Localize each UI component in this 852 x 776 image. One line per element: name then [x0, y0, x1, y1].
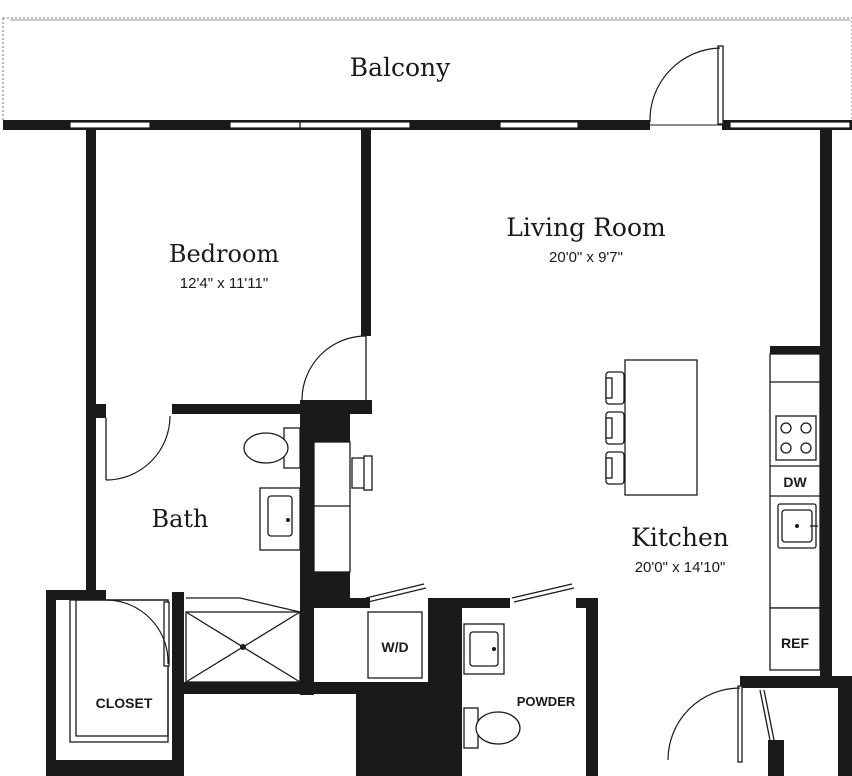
- balcony-door[interactable]: [649, 45, 724, 125]
- dishwasher-label: DW: [783, 474, 807, 490]
- powder-toilet-icon: [463, 707, 521, 749]
- living-room-label: Living Room: [506, 213, 666, 242]
- laundry-area: W/D: [367, 611, 423, 679]
- powder-label: POWDER: [517, 694, 576, 709]
- powder-area: POWDER: [517, 694, 576, 709]
- living-room-dimensions: 20'0" x 9'7": [549, 249, 623, 266]
- kitchen-dimensions: 20'0" x 14'10": [635, 559, 726, 576]
- bedroom-area: Bedroom 12'4" x 11'11": [169, 240, 280, 292]
- window: [499, 121, 579, 129]
- kitchen-island: [605, 359, 698, 496]
- window: [299, 121, 411, 129]
- laundry-label: W/D: [381, 639, 408, 655]
- stool: [605, 371, 625, 405]
- bath-sink-icon: [259, 487, 301, 551]
- balcony-area: Balcony: [2, 17, 852, 123]
- closet-area: CLOSET: [69, 599, 169, 743]
- walls: [46, 130, 852, 776]
- bath-door[interactable]: [105, 415, 171, 481]
- bedroom-dimensions: 12'4" x 11'11": [180, 275, 268, 292]
- stool: [605, 451, 625, 485]
- kitchen-counter: DW: [769, 353, 821, 609]
- shower: [185, 597, 301, 683]
- exterior-wall-balcony-side: [3, 119, 852, 131]
- closet-label: CLOSET: [96, 695, 153, 711]
- bedroom-door[interactable]: [301, 335, 367, 401]
- kitchen-closet-door[interactable]: [759, 689, 775, 741]
- cooktop-icon: [775, 415, 817, 461]
- kitchen-area: Kitchen 20'0" x 14'10": [631, 523, 729, 576]
- powder-sink-icon: [463, 623, 505, 675]
- stool: [605, 411, 625, 445]
- toilet-icon: [243, 427, 301, 469]
- entry-door[interactable]: [667, 685, 743, 763]
- window: [69, 121, 151, 129]
- kitchen-label: Kitchen: [631, 523, 729, 552]
- living-room-area: Living Room 20'0" x 9'7": [506, 213, 666, 266]
- closet-door[interactable]: [105, 599, 170, 667]
- kitchen-sink-icon: [777, 503, 818, 549]
- powder-door[interactable]: [511, 583, 575, 603]
- refrigerator-label: REF: [781, 635, 809, 651]
- bath-area: Bath: [151, 505, 208, 533]
- laundry-door[interactable]: [365, 583, 427, 603]
- balcony-label: Balcony: [350, 53, 451, 82]
- window: [729, 121, 851, 129]
- bedroom-label: Bedroom: [169, 240, 280, 268]
- bath-label: Bath: [151, 505, 208, 533]
- refrigerator: REF: [769, 607, 821, 671]
- window: [229, 121, 301, 129]
- linen-cabinet: [313, 441, 373, 573]
